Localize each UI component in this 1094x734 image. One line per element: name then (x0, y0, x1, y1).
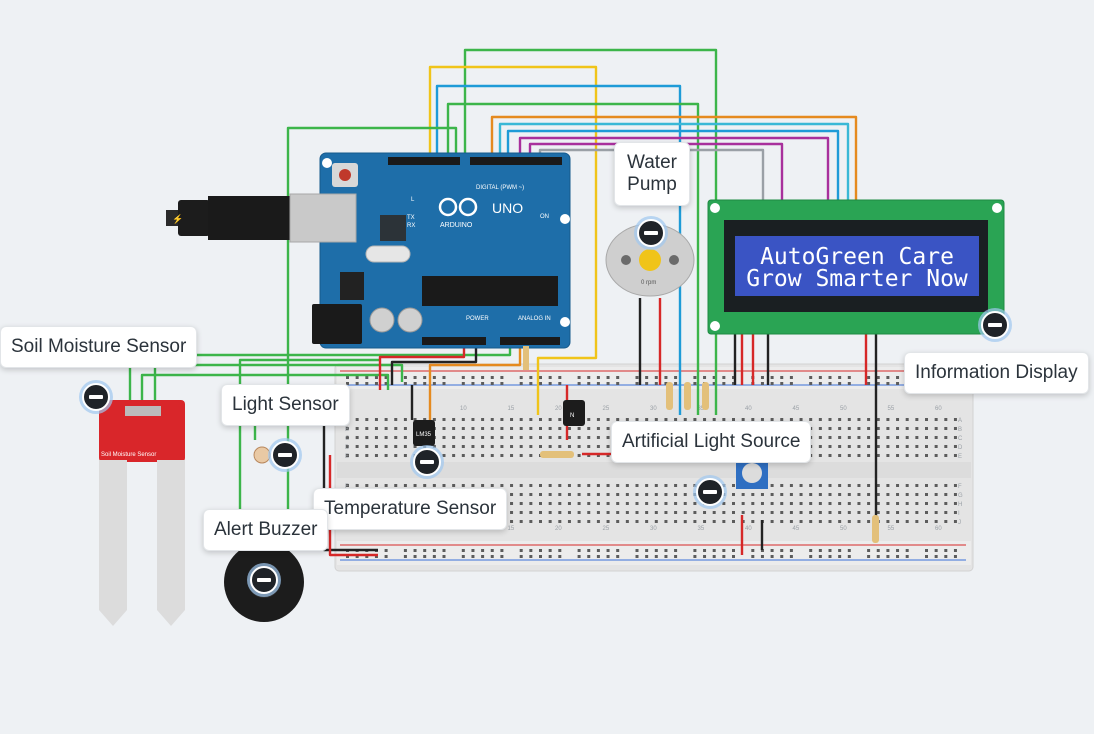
bb-row-letter: G (958, 493, 963, 499)
wire-orange-temp (428, 340, 522, 420)
bb-column-number: 15 (508, 406, 515, 412)
arduino-power-label: POWER (466, 316, 489, 322)
arduino-model: UNO (492, 200, 523, 216)
breadboard-column-numbers: 1010151520202525303035354040454550505555… (460, 406, 942, 532)
lcd-line-2: Grow Smarter Now (746, 266, 968, 292)
wire-yellow-top (428, 65, 598, 415)
bb-row-letter: J (958, 520, 961, 526)
bb-column-number: 25 (603, 526, 610, 532)
wire-purple-lcd-1 (518, 136, 830, 205)
bb-row-letter: C (345, 436, 350, 442)
bb-row-letter: D (958, 445, 963, 451)
arduino-analog-label: ANALOG IN (518, 316, 551, 322)
bb-column-number: 45 (793, 526, 800, 532)
wire-orange-lcd (490, 115, 858, 205)
callout-artificial-light-source: Artificial Light Source (611, 421, 812, 463)
collapse-buzzer-icon[interactable] (250, 566, 278, 594)
bb-column-number: 20 (555, 526, 562, 532)
arduino-uno[interactable]: ⚡ ARDUINO UNO DIGITAL (PWM ~) POWER ANAL… (166, 152, 571, 370)
wire-soil-2 (140, 373, 390, 415)
bb-column-number: 40 (745, 406, 752, 412)
bb-column-number: 50 (840, 526, 847, 532)
bb-row-letter: C (958, 436, 963, 442)
bb-row-letter: F (958, 484, 962, 490)
bb-column-number: 30 (650, 526, 657, 532)
callout-water-pump-line1: Water (627, 152, 677, 173)
bb-column-number: 30 (650, 406, 657, 412)
bb-column-number: 10 (460, 406, 467, 412)
bb-column-number: 55 (888, 406, 895, 412)
resistors[interactable] (540, 382, 879, 543)
collapse-display-icon[interactable] (981, 311, 1009, 339)
wire-soil-1 (128, 363, 404, 415)
collapse-soil-icon[interactable] (82, 383, 110, 411)
callout-water-pump: Water Pump (614, 142, 690, 206)
motor-rpm: 0 rpm (641, 280, 656, 286)
callout-temperature-sensor: Temperature Sensor (313, 488, 508, 530)
arduino-led-rx: RX (407, 223, 415, 229)
bb-column-number: 25 (603, 406, 610, 412)
arduino-brand: ARDUINO (440, 222, 473, 229)
lm35-sensor[interactable]: LM35 (413, 420, 435, 446)
arduino-digital-label: DIGITAL (PWM ~) (476, 185, 524, 191)
bb-row-letter: E (958, 454, 962, 460)
arduino-logo-icon (438, 197, 478, 217)
collapse-pump-icon[interactable] (637, 219, 665, 247)
soil-moisture-sensor[interactable]: Soil Moisture Sensor (99, 400, 185, 626)
lcd-line-1: AutoGreen Care (760, 244, 954, 270)
bb-column-number: 15 (508, 526, 515, 532)
callout-light-sensor: Light Sensor (221, 384, 350, 426)
lcd-display[interactable]: AutoGreen Care Grow Smarter Now (707, 199, 1005, 335)
npn-transistor[interactable]: N (563, 400, 585, 426)
bb-column-number: 60 (935, 406, 942, 412)
bb-row-letter: B (345, 427, 349, 433)
lm35-label: LM35 (416, 432, 432, 438)
wire-green-light (286, 126, 458, 440)
wire-cyan-lcd (498, 122, 850, 205)
wire-green-2 (446, 102, 700, 415)
collapse-temp-icon[interactable] (413, 448, 441, 476)
collapse-light-icon[interactable] (271, 441, 299, 469)
wire-blue-lcd (506, 129, 840, 205)
bb-column-number: 60 (935, 526, 942, 532)
transistor-label: N (570, 413, 574, 419)
bb-row-letter: A (958, 418, 962, 424)
bb-column-number: 35 (698, 406, 705, 412)
bb-row-letter: F (345, 484, 349, 490)
bb-column-number: 40 (745, 526, 752, 532)
photoresistor[interactable] (253, 446, 271, 464)
bb-column-number: 45 (793, 406, 800, 412)
callout-water-pump-line2: Pump (627, 174, 677, 195)
bb-column-number: 20 (555, 406, 562, 412)
bb-column-number: 50 (840, 406, 847, 412)
svg-text:⚡: ⚡ (172, 213, 183, 225)
bb-row-letter: H (958, 502, 962, 508)
callout-alert-buzzer: Alert Buzzer (203, 509, 329, 551)
bb-row-letter: D (345, 445, 350, 451)
water-pump-motor[interactable]: 0 rpm (605, 223, 695, 297)
bb-row-letter: I (958, 511, 960, 517)
callout-soil-moisture-sensor: Soil Moisture Sensor (0, 326, 198, 368)
bb-row-letter: E (345, 454, 349, 460)
collapse-light-source-icon[interactable] (696, 478, 724, 506)
arduino-led-tx: TX (407, 215, 415, 221)
callout-information-display: Information Display (904, 352, 1089, 394)
arduino-on-label: ON (540, 214, 549, 220)
bb-row-letter: B (958, 427, 962, 433)
motor-shaft-icon (639, 249, 661, 271)
bb-column-number: 35 (698, 526, 705, 532)
arduino-led-l: L (411, 197, 415, 203)
soil-board-label: Soil Moisture Sensor (101, 452, 156, 458)
bb-column-number: 55 (888, 526, 895, 532)
wire-black-gnd (390, 340, 478, 385)
